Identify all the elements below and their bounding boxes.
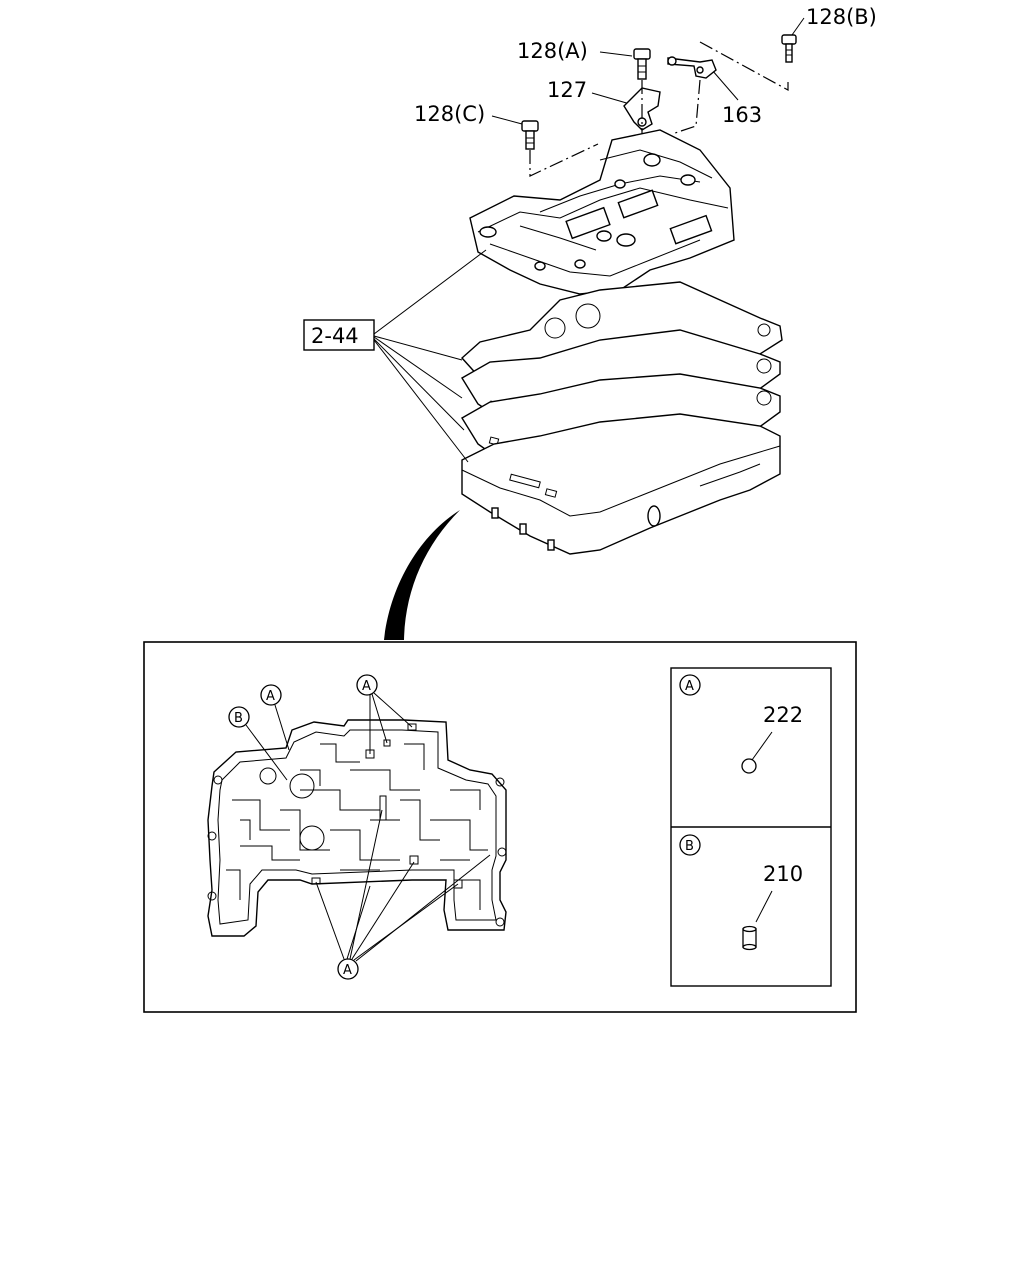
group-reference-leaders bbox=[373, 249, 487, 463]
callout-128b: 128(B) bbox=[806, 5, 877, 29]
group-reference-box: 2-44 bbox=[303, 319, 375, 351]
legend-panel bbox=[670, 667, 832, 987]
callout-127: 127 bbox=[547, 78, 587, 102]
callout-163: 163 bbox=[722, 103, 762, 127]
leader-128a bbox=[599, 51, 633, 57]
leader-128c bbox=[491, 115, 523, 125]
marker-a-bottom-callout: A bbox=[315, 809, 491, 980]
leader-163 bbox=[711, 69, 739, 101]
legend-a-part-number: 222 bbox=[763, 703, 803, 727]
detail-pointer-arrow bbox=[384, 510, 460, 640]
steel-ball-icon bbox=[741, 758, 757, 774]
legend-b-marker: B bbox=[685, 839, 694, 854]
legend-b-part-number: 210 bbox=[763, 862, 803, 886]
marker-b-callout: B bbox=[228, 706, 288, 781]
bolt-128c-icon bbox=[521, 120, 539, 150]
pipe-163-icon bbox=[667, 56, 717, 79]
bolt-128a-icon bbox=[633, 48, 651, 80]
valve-body-top-view bbox=[207, 719, 507, 937]
assembly-line-163 bbox=[671, 79, 701, 135]
assembly-line-128b bbox=[699, 41, 789, 92]
callout-128c: 128(C) bbox=[414, 102, 485, 126]
dowel-pin-icon bbox=[742, 925, 757, 951]
assembly-line-128c bbox=[529, 143, 599, 177]
detail-frame bbox=[143, 641, 857, 1013]
marker-a-left-callout: A bbox=[260, 684, 290, 751]
leader-128b bbox=[791, 17, 805, 36]
lower-valve-body bbox=[461, 413, 781, 555]
group-reference-label: 2-44 bbox=[311, 324, 359, 348]
marker-a-bottom-label: A bbox=[343, 963, 352, 978]
marker-b-label: B bbox=[234, 711, 243, 726]
callout-128a: 128(A) bbox=[517, 39, 588, 63]
marker-a-top-label: A bbox=[362, 679, 371, 694]
legend-panel-a: A 222 bbox=[679, 674, 803, 774]
marker-a-top-callout: A bbox=[356, 674, 413, 754]
legend-panel-b: B 210 bbox=[679, 834, 803, 951]
marker-a-left-label: A bbox=[266, 689, 275, 704]
legend-a-marker: A bbox=[685, 679, 694, 694]
upper-valve-body bbox=[469, 129, 735, 295]
leader-127 bbox=[591, 92, 631, 105]
bolt-128b-icon bbox=[781, 34, 797, 63]
